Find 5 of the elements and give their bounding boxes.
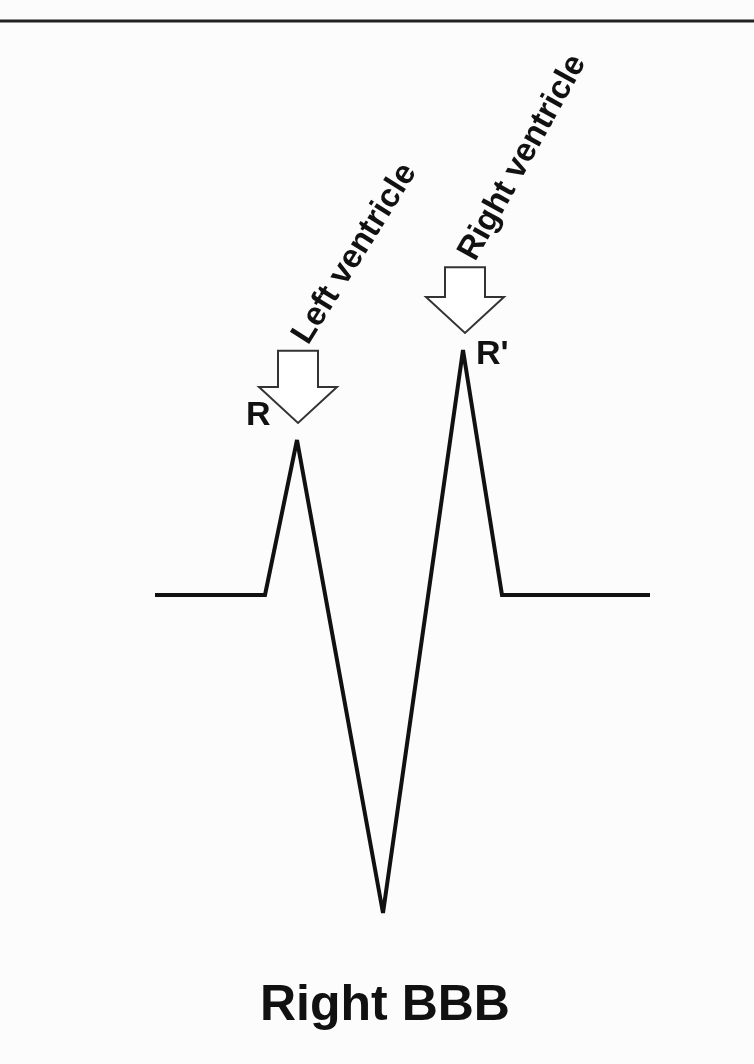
caption: Right BBB (260, 978, 510, 1028)
hollow-arrow (256, 349, 340, 425)
wave-label: R (246, 396, 271, 430)
wave-label: R' (476, 335, 509, 369)
hollow-arrow (423, 266, 507, 335)
